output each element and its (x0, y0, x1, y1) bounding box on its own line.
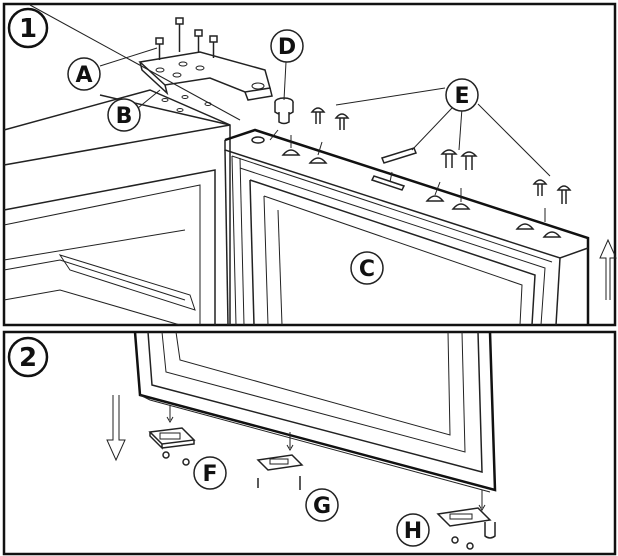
callout-a: A (67, 57, 101, 91)
callout-d: D (270, 29, 304, 63)
callout-h: H (396, 513, 430, 547)
callout-g: G (305, 488, 339, 522)
step-1-number: 1 (19, 14, 37, 44)
callout-b: B (107, 98, 141, 132)
label-c: C (359, 257, 375, 282)
insertion-arrows-top (269, 129, 546, 222)
insertion-arrows-bottom (166, 405, 486, 511)
callout-f: F (193, 456, 227, 490)
label-g: G (313, 494, 331, 519)
lower-arrow-down (106, 395, 126, 462)
door-upper (224, 128, 590, 326)
bottom-bracket-g (256, 454, 304, 490)
label-d: D (278, 35, 296, 60)
cover-plugs (310, 107, 572, 204)
label-f: F (202, 462, 217, 487)
label-h: H (404, 519, 422, 544)
top-hinge-plate (138, 51, 273, 112)
step-1-badge: 1 (7, 7, 49, 49)
callout-c: C (350, 251, 384, 285)
panel-1: 1 (2, 2, 617, 327)
bottom-hinge-h (436, 507, 496, 550)
bottom-hinge-f (148, 427, 196, 466)
step-2-number: 2 (19, 343, 37, 373)
door-lower (133, 331, 497, 493)
hinge-screws (155, 17, 218, 60)
step-2-badge: 2 (7, 336, 49, 378)
label-b: B (116, 104, 133, 129)
hinge-pin (274, 97, 294, 125)
panel-1-frame (2, 2, 617, 327)
label-e: E (454, 84, 469, 109)
panel-2-frame (2, 330, 617, 556)
leader-lines-1 (29, 4, 551, 177)
panel-2: 2 (2, 330, 617, 556)
callout-e: E (445, 78, 479, 112)
label-a: A (75, 63, 92, 88)
lift-arrow-up (599, 238, 617, 300)
